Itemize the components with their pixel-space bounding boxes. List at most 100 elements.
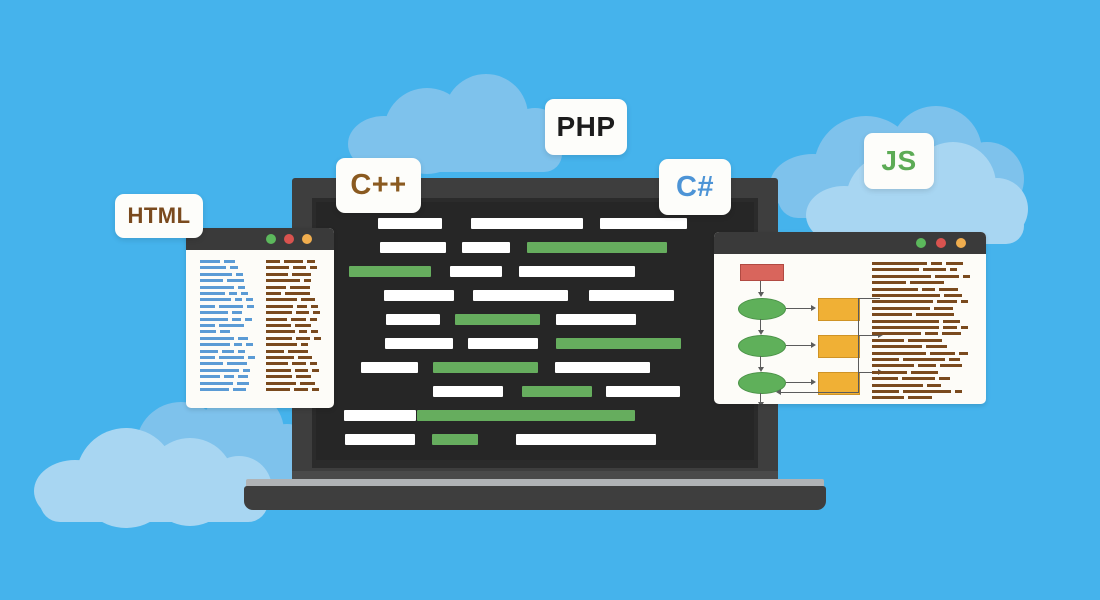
code-line-segment	[468, 338, 538, 349]
text-line	[200, 298, 231, 302]
text-line	[266, 292, 281, 295]
badge-js[interactable]: JS	[864, 133, 934, 189]
text-line	[200, 362, 223, 366]
text-line	[200, 336, 234, 340]
text-line	[872, 287, 918, 291]
window-dot-green[interactable]	[916, 238, 926, 248]
text-line	[200, 266, 226, 270]
text-line	[931, 262, 942, 265]
flowchart-process-node-3	[818, 372, 860, 395]
text-line	[916, 313, 954, 317]
text-line	[872, 268, 919, 272]
badge-php[interactable]: PHP	[545, 99, 627, 155]
text-line	[934, 306, 953, 310]
text-line	[266, 260, 280, 263]
window-dot-red[interactable]	[936, 238, 946, 248]
text-line	[200, 292, 225, 295]
badge-php-label: PHP	[556, 111, 616, 142]
flowchart	[728, 262, 860, 404]
text-line	[224, 260, 235, 263]
flowchart-arrow-h2	[786, 345, 812, 346]
code-line-segment	[417, 410, 635, 421]
text-line	[266, 368, 291, 372]
flowchart-decision-node-3	[738, 372, 786, 394]
code-line-segment	[450, 266, 502, 277]
flowchart-arrowhead-h3	[811, 379, 816, 385]
text-line	[243, 368, 250, 372]
text-line	[238, 285, 245, 289]
flowchart-decision-node-2	[738, 335, 786, 357]
text-line	[872, 313, 912, 317]
text-line	[266, 317, 287, 321]
text-line	[295, 324, 311, 327]
text-line	[219, 324, 244, 327]
code-line-segment	[361, 362, 418, 373]
flowchart-arrow-3	[760, 356, 761, 368]
laptop-screen	[316, 202, 754, 460]
code-line-segment	[556, 338, 681, 349]
flowchart-arrow-2	[760, 319, 761, 331]
text-line	[872, 306, 930, 310]
window-dot-yellow[interactable]	[956, 238, 966, 248]
text-line	[923, 268, 946, 272]
text-line	[313, 311, 320, 315]
laptop-lip	[246, 479, 824, 489]
text-line	[220, 330, 230, 334]
text-line	[872, 294, 940, 297]
text-line	[903, 390, 951, 393]
text-line	[292, 272, 311, 276]
text-line	[238, 349, 245, 353]
text-line	[232, 311, 242, 315]
code-line-segment	[473, 290, 568, 301]
text-line	[200, 381, 233, 385]
text-line	[911, 370, 938, 374]
text-line	[314, 336, 321, 340]
text-line	[200, 349, 218, 353]
window-dot-yellow[interactable]	[302, 234, 312, 244]
code-column-brown	[266, 260, 322, 400]
text-line	[304, 279, 311, 283]
badge-cpp[interactable]: C++	[336, 158, 421, 213]
flowchart-window[interactable]	[714, 232, 986, 404]
code-line-segment	[432, 434, 478, 445]
text-line	[266, 356, 294, 359]
text-line	[227, 279, 244, 283]
window-dot-red[interactable]	[284, 234, 294, 244]
text-line	[290, 285, 310, 289]
html-code-window[interactable]	[186, 228, 334, 408]
text-line	[266, 388, 290, 391]
text-line	[248, 356, 255, 359]
code-column-blue	[200, 260, 256, 400]
code-line-segment	[345, 434, 415, 445]
text-line	[903, 358, 945, 361]
text-line	[872, 345, 922, 349]
text-line	[200, 324, 215, 327]
flowchart-arrow-1	[760, 281, 761, 293]
text-line	[245, 317, 252, 321]
text-line	[233, 388, 246, 391]
badge-csharp[interactable]: C#	[659, 159, 731, 215]
badge-csharp-label: C#	[675, 170, 715, 203]
text-line	[296, 375, 311, 379]
text-line	[200, 356, 215, 359]
badge-html[interactable]: HTML	[115, 194, 203, 238]
text-line	[311, 304, 318, 308]
text-line	[939, 377, 950, 381]
text-line	[238, 336, 248, 340]
window-titlebar	[186, 228, 334, 250]
text-line	[246, 343, 253, 347]
text-line	[902, 377, 935, 381]
code-line-segment	[600, 218, 687, 229]
text-line	[872, 396, 904, 400]
text-line	[295, 368, 308, 372]
flowchart-arrow-h1	[786, 308, 812, 309]
text-line	[200, 272, 232, 276]
text-line	[266, 349, 284, 353]
text-line	[944, 294, 962, 297]
code-line-segment	[344, 410, 416, 421]
text-line	[310, 317, 317, 321]
text-line	[200, 311, 228, 315]
window-dot-green[interactable]	[266, 234, 276, 244]
text-line	[293, 266, 306, 270]
